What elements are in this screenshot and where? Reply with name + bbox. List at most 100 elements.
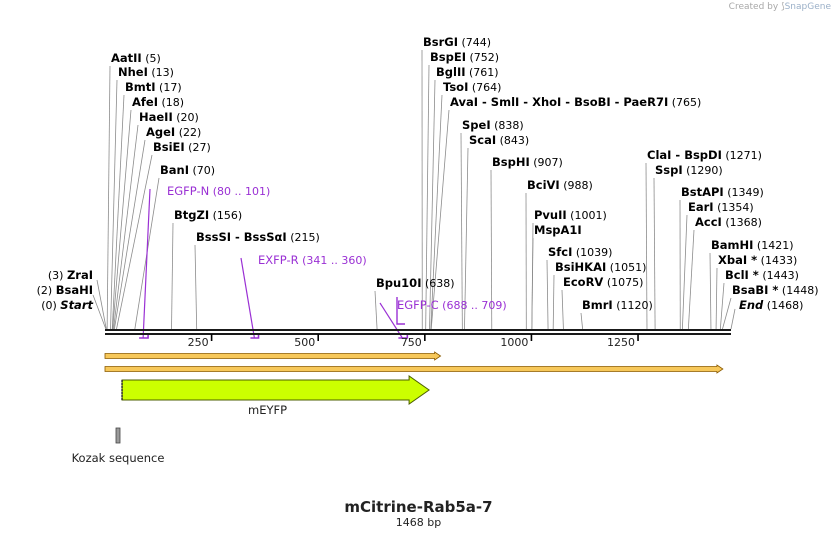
enzyme-leader-line <box>709 252 712 330</box>
enzyme-label: TsoI (764) <box>443 80 501 94</box>
enzyme-label: BmtI (17) <box>125 80 182 94</box>
enzyme-name: SspI <box>655 163 683 177</box>
enzyme-leader-line <box>194 244 198 330</box>
enzyme-label: Bpu10I (638) <box>376 276 455 290</box>
enzyme-leader-line <box>561 289 564 330</box>
primer-arrow <box>396 297 405 325</box>
enzyme-name: PvuII <box>534 208 567 222</box>
enzyme-name: BstAPI <box>681 185 724 199</box>
enzyme-position: (843) <box>496 134 529 147</box>
enzyme-label: AccI (1368) <box>695 215 762 229</box>
enzyme-position: (907) <box>530 156 563 169</box>
enzyme-position: (838) <box>491 119 524 132</box>
enzyme-leader-line <box>106 65 111 330</box>
enzyme-leader-line <box>546 259 549 330</box>
enzyme-label: BamHI (1421) <box>711 238 794 252</box>
enzyme-label: MspA1I <box>534 223 582 237</box>
enzyme-position: (1354) <box>714 201 754 214</box>
enzyme-position: (988) <box>560 179 593 192</box>
enzyme-position: (156) <box>209 209 242 222</box>
enzyme-name: ZraI <box>67 268 93 282</box>
enzyme-label: ScaI (843) <box>469 133 529 147</box>
enzyme-label: AvaI - SmlI - XhoI - BsoBI - PaeR7I (765… <box>450 95 701 109</box>
enzyme-position: (1075) <box>603 276 643 289</box>
enzyme-label: XbaI * (1433) <box>718 253 797 267</box>
enzyme-position: (638) <box>421 277 454 290</box>
primer-leader-line <box>240 257 256 339</box>
enzyme-position: (1039) <box>572 246 612 259</box>
enzyme-label: HaeII (20) <box>139 110 199 124</box>
enzyme-leader-line <box>430 109 450 330</box>
enzyme-label: EarI (1354) <box>688 200 754 214</box>
enzyme-name: BsaHI <box>56 283 93 297</box>
enzyme-position: (5) <box>142 52 161 65</box>
enzyme-leader-line <box>92 294 107 330</box>
enzyme-leader-line <box>116 154 153 330</box>
enzyme-name: XbaI * <box>718 253 757 267</box>
enzyme-leader-line <box>730 308 736 330</box>
ruler-tick-label: 750 <box>401 336 422 349</box>
enzyme-position: (744) <box>458 36 491 49</box>
primer-leader-line <box>379 302 403 339</box>
enzyme-label: (0) Start <box>41 298 93 312</box>
primer-range: (80 .. 101) <box>209 185 270 198</box>
enzyme-label: SpeI (838) <box>462 118 524 132</box>
enzyme-label: BtgZI (156) <box>174 208 242 222</box>
primer-arrow <box>398 335 409 339</box>
enzyme-position: (2) <box>37 284 56 297</box>
enzyme-leader-line <box>715 267 718 330</box>
ruler-tick-label: 250 <box>188 336 209 349</box>
enzyme-position: (1468) <box>763 299 803 312</box>
enzyme-label: BstAPI (1349) <box>681 185 764 199</box>
enzyme-label: NheI (13) <box>118 65 174 79</box>
enzyme-label: AfeI (18) <box>132 95 184 109</box>
enzyme-leader-line <box>430 94 443 330</box>
enzyme-position: (1290) <box>683 164 723 177</box>
ruler-tick-label: 500 <box>294 336 315 349</box>
enzyme-name: Bpu10I <box>376 276 421 290</box>
enzyme-name: BamHI <box>711 238 753 252</box>
enzyme-leader-line <box>464 147 469 330</box>
enzyme-name: BssSI - BssSαI <box>196 230 287 244</box>
enzyme-name: AgeI <box>146 125 175 139</box>
feature-arrow <box>121 375 430 405</box>
primer-arrow <box>250 335 260 339</box>
orf-arrow <box>104 351 442 361</box>
enzyme-label: AatII (5) <box>111 51 161 65</box>
snapgene-credit: Created by ⟆SnapGene <box>729 2 831 12</box>
feature-box <box>115 427 121 444</box>
enzyme-position: (215) <box>287 231 320 244</box>
enzyme-label: (3) ZraI <box>48 268 93 282</box>
primer-name: EXFP-R <box>258 253 299 267</box>
enzyme-position: (17) <box>156 81 182 94</box>
enzyme-label: AgeI (22) <box>146 125 201 139</box>
enzyme-name: MspA1I <box>534 223 582 237</box>
enzyme-label: BspEI (752) <box>430 50 499 64</box>
enzyme-position: (27) <box>185 141 211 154</box>
enzyme-name: BtgZI <box>174 208 209 222</box>
enzyme-position: (1051) <box>606 261 646 274</box>
enzyme-leader-line <box>112 109 132 330</box>
enzyme-position: (22) <box>175 126 201 139</box>
enzyme-name: BsaBI * <box>732 283 778 297</box>
enzyme-name: AccI <box>695 215 722 229</box>
enzyme-position: (1271) <box>722 149 762 162</box>
enzyme-name: End <box>739 298 764 312</box>
primer-label: EGFP-N (80 .. 101) <box>167 184 270 198</box>
enzyme-name: HaeII <box>139 110 173 124</box>
enzyme-name: BsrGI <box>423 35 458 49</box>
enzyme-position: (765) <box>668 96 701 109</box>
enzyme-leader-line <box>460 132 463 330</box>
construct-title: mCitrine-Rab5a-7 <box>344 498 493 516</box>
enzyme-name: BmrI <box>582 298 613 312</box>
ruler-tick-label: 1000 <box>500 336 528 349</box>
enzyme-label: SspI (1290) <box>655 163 723 177</box>
enzyme-name: BanI <box>160 163 189 177</box>
ruler-tick-label: 1250 <box>607 336 635 349</box>
enzyme-name: TsoI <box>443 80 468 94</box>
enzyme-name: BspHI <box>492 155 530 169</box>
enzyme-leader-line <box>531 237 534 330</box>
primer-range: (341 .. 360) <box>299 254 367 267</box>
primer-name: EGFP-N <box>167 184 209 198</box>
